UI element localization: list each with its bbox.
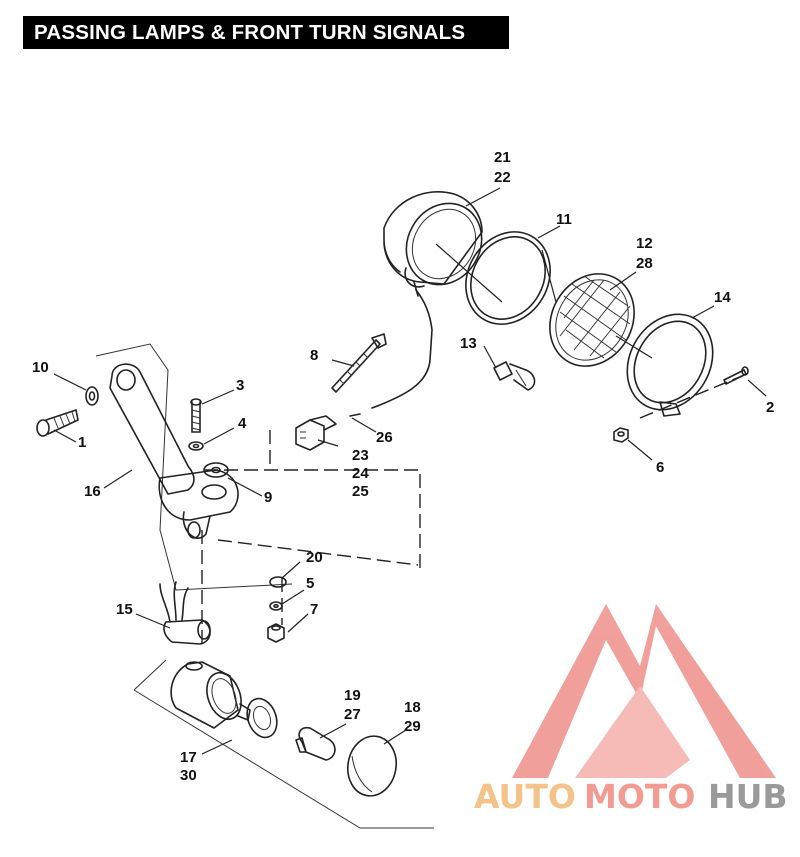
callout-28: 28 (636, 255, 653, 272)
bulb-13 (493, 361, 536, 391)
callout-19: 19 (344, 687, 361, 704)
callout-20: 20 (306, 549, 323, 566)
terminal-26 (349, 413, 361, 417)
diagram-title: PASSING LAMPS & FRONT TURN SIGNALS (34, 21, 466, 44)
callout-3: 3 (236, 377, 244, 394)
callout-8: 8 (310, 347, 318, 364)
callout-2: 2 (766, 399, 774, 416)
spacer-20 (269, 576, 287, 588)
lamp-wire (371, 289, 433, 409)
automotohub-logo-icon (512, 604, 776, 778)
nut-7 (267, 623, 285, 643)
callout-9: 9 (264, 489, 272, 506)
assembly-line-upper (204, 469, 421, 568)
lamp-housing-21 (383, 190, 483, 297)
washer-4 (188, 441, 204, 451)
callout-11: 11 (556, 211, 572, 228)
signal-outline-bottom (133, 689, 434, 829)
washer-10 (85, 386, 99, 406)
title-banner (23, 16, 509, 49)
callout-5: 5 (306, 575, 314, 592)
callout-27: 27 (344, 706, 361, 723)
callout-24: 24 (352, 465, 369, 482)
washer-9 (203, 462, 229, 478)
callout-15: 15 (116, 601, 133, 618)
bolt-3 (190, 398, 202, 433)
watermark-moto: MOTO (584, 777, 695, 816)
lockwasher-5 (269, 601, 283, 611)
trim-ring-14 (626, 313, 714, 417)
callout-30: 30 (180, 767, 197, 784)
signal-socket (246, 697, 278, 739)
callout-7: 7 (310, 601, 318, 618)
callout-6: 6 (656, 459, 664, 476)
assembly-line-screw (639, 375, 743, 419)
bracket-outline (95, 343, 293, 591)
callout-10: 10 (32, 359, 49, 376)
lamp-unit-12 (549, 273, 635, 367)
watermark-auto: AUTO (474, 777, 576, 816)
callout-17: 17 (180, 749, 197, 766)
assembly-line-lower (217, 539, 419, 566)
screw-2 (723, 366, 749, 385)
callout-26: 26 (376, 429, 393, 446)
callout-14: 14 (714, 289, 731, 306)
callout-13: 13 (460, 335, 477, 352)
watermark-hub: HUB (708, 777, 788, 816)
leader-lines (53, 187, 767, 755)
callout-23: 23 (352, 447, 369, 464)
callout-21: 21 (494, 149, 511, 166)
mounting-bracket (109, 363, 239, 539)
nut-6 (613, 427, 629, 443)
callout-25: 25 (352, 483, 369, 500)
callout-12: 12 (636, 235, 653, 252)
signal-mount-15 (159, 581, 211, 645)
callout-22: 22 (494, 169, 511, 186)
retaining-ring-11 (465, 231, 551, 325)
callout-4: 4 (238, 415, 247, 432)
bolt-1 (36, 409, 79, 437)
callout-16: 16 (84, 483, 101, 500)
callout-18: 18 (404, 699, 421, 716)
signal-outline-left (133, 659, 167, 691)
lens-18 (346, 735, 398, 797)
cable-strap-8 (331, 333, 387, 393)
signal-housing-17 (170, 661, 251, 729)
callout-1: 1 (78, 434, 86, 451)
connector-23 (295, 415, 337, 451)
bulb-19 (295, 726, 336, 761)
callout-29: 29 (404, 718, 421, 735)
